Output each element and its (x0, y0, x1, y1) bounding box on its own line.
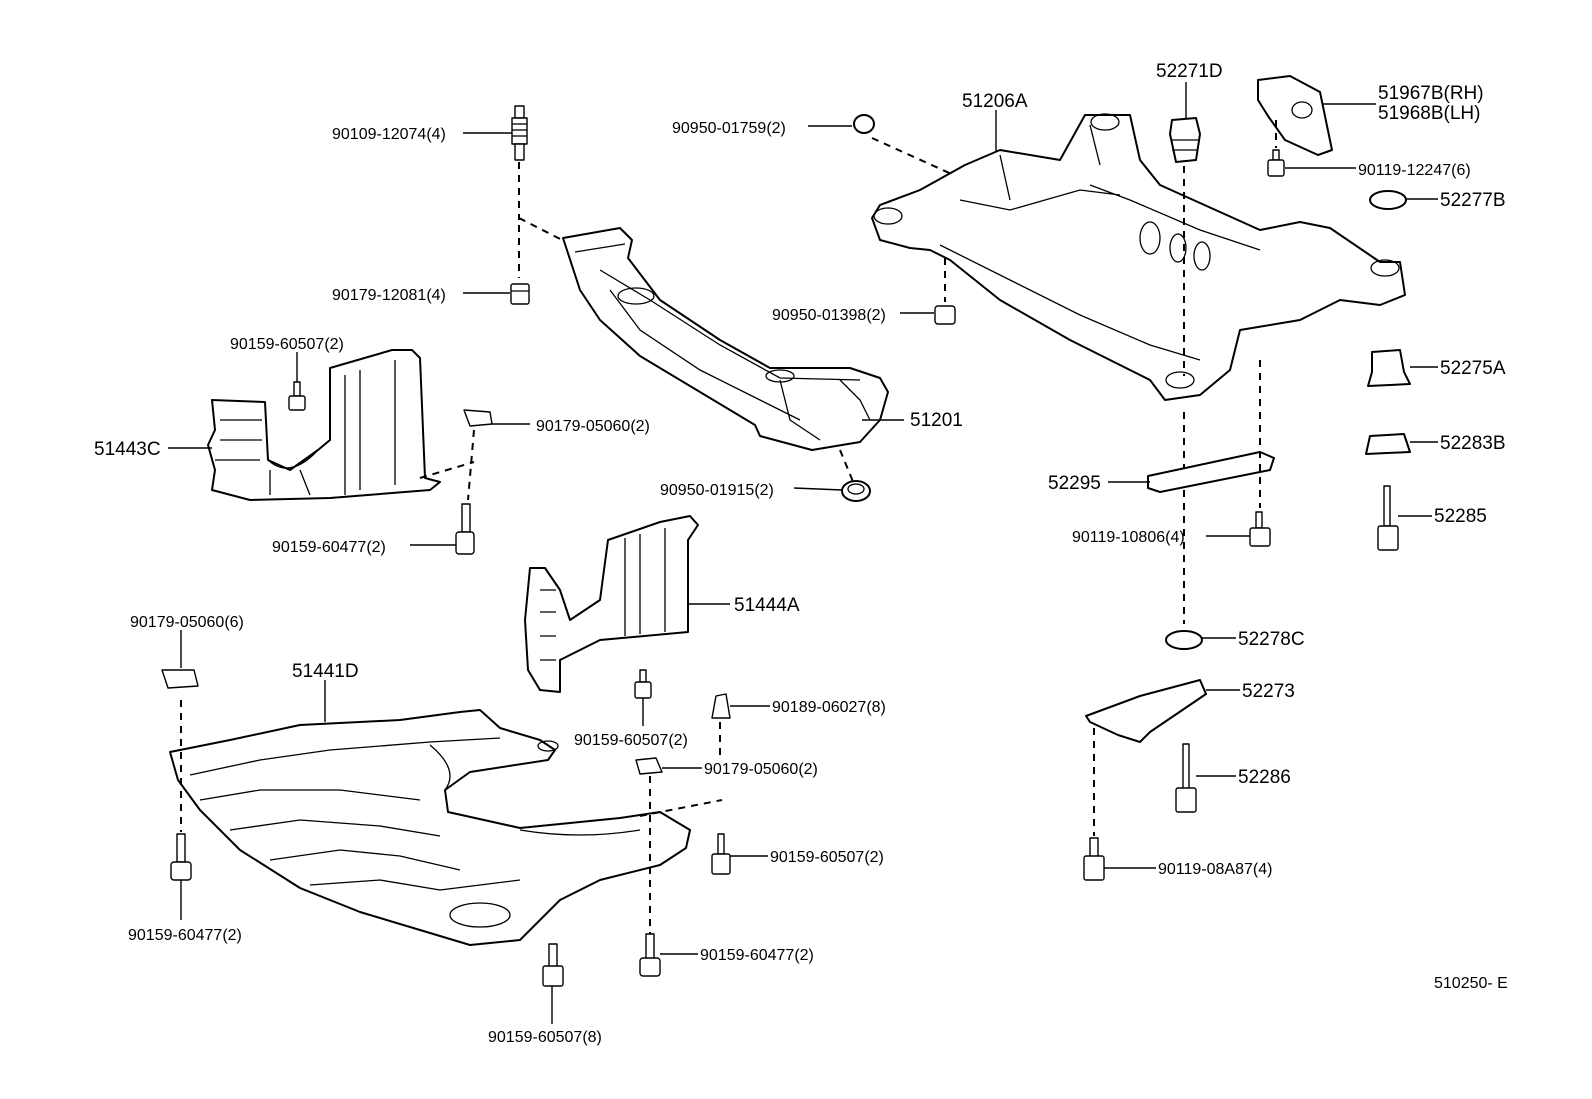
label-51444a: 51444A (734, 595, 800, 616)
label-90950-01915: 90950-01915(2) (660, 482, 774, 499)
label-52278c: 52278C (1238, 629, 1305, 650)
label-51441d: 51441D (292, 661, 359, 682)
arm-52295 (1147, 451, 1275, 493)
bracket-51967b (1257, 75, 1333, 156)
label-90159-60477-b: 90159-60477(2) (128, 927, 242, 944)
clip-90179-05060-a (463, 409, 493, 427)
bolt-52286 (1175, 743, 1197, 813)
label-90159-60507-b: 90159-60507(2) (574, 732, 688, 749)
engine-under-cover-51443c (207, 349, 441, 501)
label-52275a: 52275A (1440, 358, 1506, 379)
leader-lines (168, 82, 1438, 955)
label-90109-12074: 90109-12074(4) (332, 126, 446, 143)
bolt-90119-10806 (1249, 511, 1271, 547)
nut-90179-12081 (510, 283, 530, 305)
label-90119-08a87: 90119-08A87(4) (1158, 861, 1272, 878)
washer-52277b (1369, 190, 1407, 210)
engine-under-cover-51444a (524, 515, 699, 693)
plug-90950-01915 (841, 480, 871, 502)
label-90119-10806: 90119-10806(4) (1072, 529, 1185, 546)
bolt-90159-60507-c (711, 833, 731, 875)
label-52286: 52286 (1238, 767, 1291, 788)
clip-90179-05060-b (161, 669, 199, 689)
clip-90179-05060-c (635, 757, 663, 775)
stopper-52283b (1365, 433, 1411, 455)
label-52271d: 52271D (1156, 61, 1223, 82)
bolt-90159-60507-d (542, 943, 564, 987)
label-51201: 51201 (910, 410, 963, 431)
bolt-52285 (1377, 485, 1399, 551)
label-90950-01759: 90950-01759(2) (672, 120, 786, 137)
clip-90189-06027 (711, 693, 731, 719)
label-52277b: 52277B (1440, 190, 1506, 211)
label-51443c: 51443C (94, 439, 161, 460)
label-52285: 52285 (1434, 506, 1487, 527)
label-90179-05060-b: 90179-05060(6) (130, 614, 244, 631)
bolt-90159-60507-b (634, 669, 652, 699)
bracket-52273 (1085, 679, 1207, 743)
stopper-52278c (1165, 630, 1203, 650)
part-labels: 90109-12074(4) 90179-12081(4) 90159-6050… (94, 61, 1508, 1046)
nut-90950-01398 (934, 305, 956, 325)
label-90189-06027: 90189-06027(8) (772, 699, 886, 716)
stud-90109-12074 (511, 105, 528, 161)
label-51968b: 51968B(LH) (1378, 103, 1480, 124)
label-90179-12081: 90179-12081(4) (332, 287, 446, 304)
diagram-code: 510250- E (1434, 975, 1508, 992)
label-52295: 52295 (1048, 473, 1101, 494)
label-90950-01398: 90950-01398(2) (772, 307, 886, 324)
bushing-52275a (1367, 349, 1411, 387)
label-51967b: 51967B(RH) (1378, 83, 1484, 104)
label-90159-60507-a: 90159-60507(2) (230, 336, 344, 353)
suspension-crossmember-51206a (871, 113, 1406, 401)
bolt-90159-60477-c (639, 933, 661, 977)
bolt-90159-60477-b (170, 833, 192, 881)
label-52273: 52273 (1242, 681, 1295, 702)
bolt-90159-60477-a (455, 503, 475, 555)
label-90159-60507-d: 90159-60507(8) (488, 1029, 602, 1046)
label-52283b: 52283B (1440, 433, 1506, 454)
plug-90950-01759 (853, 114, 875, 134)
bolt-90119-12247 (1267, 149, 1285, 177)
bolt-90159-60507-a (288, 381, 306, 411)
label-90179-05060-a: 90179-05060(2) (536, 418, 650, 435)
crossmember-51201 (562, 227, 889, 451)
label-90159-60477-a: 90159-60477(2) (272, 539, 386, 556)
label-90159-60477-c: 90159-60477(2) (700, 947, 814, 964)
bushing-52271d (1169, 117, 1201, 163)
label-90179-05060-c: 90179-05060(2) (704, 761, 818, 778)
bolt-90119-08a87 (1083, 837, 1105, 881)
label-51206a: 51206A (962, 91, 1028, 112)
label-90119-12247: 90119-12247(6) (1358, 162, 1471, 179)
label-90159-60507-c: 90159-60507(2) (770, 849, 884, 866)
